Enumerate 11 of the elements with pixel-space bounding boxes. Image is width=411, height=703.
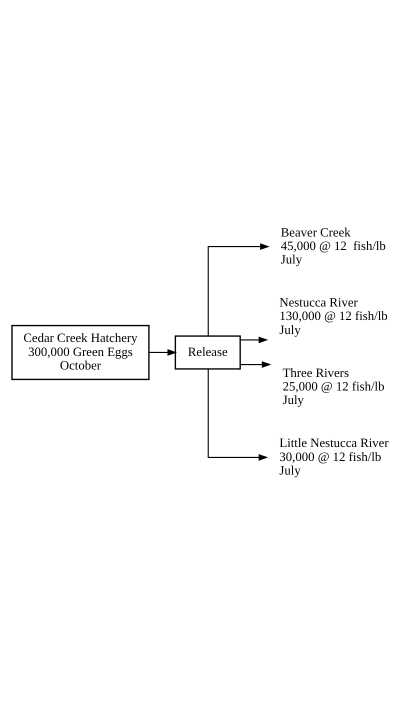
node-text: Little Nestucca River 30,000 @ 12 fish/lb July [279, 436, 389, 477]
arrow [240, 336, 268, 343]
arrow [240, 360, 272, 368]
node-box: Cedar Creek Hatchery 300,000 Green Eggs October [11, 324, 150, 380]
arrow [208, 242, 270, 336]
node-text: Beaver Creek 45,000 @ 12 fish/lb July [280, 224, 386, 266]
node-box: Release [174, 334, 241, 370]
node-text: Three Rivers 25,000 @ 12 fish/lb July [282, 365, 384, 407]
arrow [148, 348, 177, 356]
arrow [208, 368, 268, 460]
node-text: Nestucca River 130,000 @ 12 fish/lb July [279, 295, 388, 336]
